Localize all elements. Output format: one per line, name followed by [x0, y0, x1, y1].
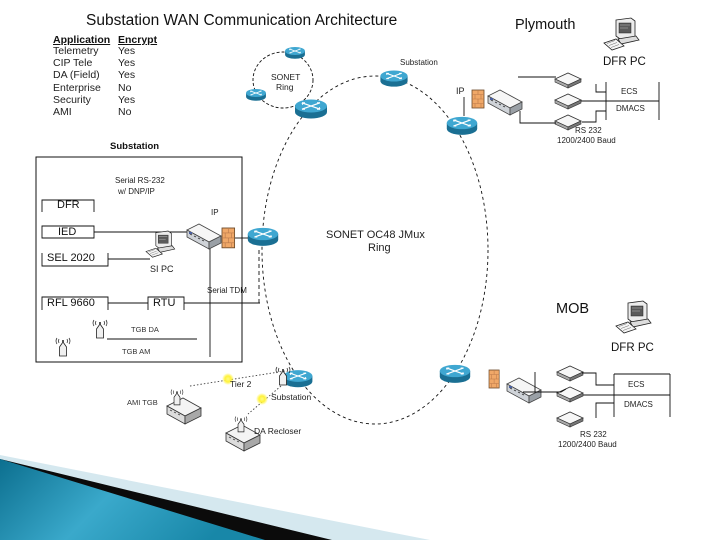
small-sonet-ring	[252, 51, 314, 109]
sel-bracket	[41, 253, 109, 267]
substation-heading: Substation	[110, 141, 160, 152]
device-label-ied: IED	[58, 226, 77, 238]
router-icon-sonet-gateway	[294, 98, 328, 120]
wireless-burst-substation	[256, 393, 268, 405]
router-icon-plymouth	[446, 116, 478, 136]
tgb-da-label: TGB DA	[131, 325, 159, 334]
modem-icon-plymouth-2	[554, 93, 582, 110]
serial-rs232-label-line1: Serial RS-232	[115, 176, 165, 185]
ami-tgb-label: AMI TGB	[127, 398, 158, 407]
table-cell-application: Enterprise	[53, 82, 101, 94]
substation-links	[94, 231, 260, 357]
column-header-encrypt: Encrypt	[118, 34, 158, 46]
baud-label-mob: 1200/2400 Baud	[558, 440, 617, 449]
modem-icon-mob-3	[556, 411, 584, 428]
table-cell-application: DA (Field)	[53, 69, 100, 81]
firewall-icon-plymouth	[471, 89, 485, 109]
dfr-bracket	[41, 199, 95, 212]
tgb-am-label: TGB AM	[122, 347, 151, 356]
substation-device-brackets	[41, 199, 185, 310]
table-cell-application: Telemetry	[53, 45, 99, 57]
modem-icon-mob-2	[556, 386, 584, 403]
ip-label-plymouth: IP	[456, 86, 465, 96]
router-icon-substation-left	[247, 227, 279, 247]
device-label-sel-2020: SEL 2020	[47, 252, 95, 264]
dmacs-label-plymouth: DMACS	[616, 104, 645, 113]
core-ring-label-line1: SONET OC48 JMux	[326, 229, 425, 241]
router-icon-tier2-substation	[283, 369, 313, 388]
dfr-pc-icon-mob	[615, 300, 652, 334]
dfr-pc-icon-plymouth	[603, 17, 640, 51]
table-cell-application: Security	[53, 94, 91, 106]
firewall-icon-substation	[221, 227, 236, 249]
router-icon-substation-top	[379, 69, 409, 88]
link-modem-1-to-ecs	[582, 372, 614, 386]
link-mux-to-modem-3	[519, 111, 556, 124]
site-title-mob: MOB	[556, 301, 590, 317]
table-cell-encrypt: Yes	[118, 69, 136, 81]
site-title-plymouth: Plymouth	[515, 17, 576, 33]
rs232-label-mob: RS 232	[580, 430, 607, 439]
firewall-icon-mob	[488, 369, 500, 389]
rs232-label-plymouth: RS 232	[575, 126, 602, 135]
link-mux-to-modem-2	[523, 388, 567, 393]
ami-tgb-device-icon	[166, 397, 202, 425]
ecs-label-plymouth: ECS	[621, 87, 638, 96]
core-ring-label-line2: Ring	[368, 242, 391, 254]
router-icon-sonet-top	[284, 46, 306, 60]
table-cell-encrypt: Yes	[118, 45, 136, 57]
mux-icon-plymouth	[487, 89, 523, 116]
router-icon-mob	[439, 364, 471, 384]
page-title: Substation WAN Communication Architectur…	[86, 12, 398, 29]
mux-icon-substation	[186, 223, 222, 250]
baud-label-plymouth: 1200/2400 Baud	[557, 136, 616, 145]
dfr-pc-label-plymouth: DFR PC	[603, 56, 646, 68]
mux-icon-mob	[506, 377, 542, 404]
sonet-ring-label-line2: Ring	[276, 82, 294, 92]
plymouth-links	[463, 76, 660, 124]
antenna-icon-tgb-am	[55, 337, 71, 357]
antenna-icon-tgb-da	[92, 319, 108, 339]
sonet-ring-label-line1: SONET	[271, 72, 301, 82]
modem-icon-plymouth-1	[554, 72, 582, 89]
device-label-rfl-9660: RFL 9660	[47, 297, 95, 309]
table-cell-encrypt: No	[118, 106, 132, 118]
table-cell-application: CIP Tele	[53, 57, 93, 69]
ip-label-substation: IP	[211, 208, 219, 217]
table-cell-application: AMI	[53, 106, 72, 118]
link-to-dmacs-lower	[595, 402, 614, 418]
ecs-label-mob: ECS	[628, 380, 645, 389]
link-modem-3-to-dmacs	[582, 110, 606, 123]
modem-icon-mob-1	[556, 365, 584, 382]
dmacs-label-mob: DMACS	[624, 400, 653, 409]
wireless-burst-tier2	[222, 373, 234, 385]
table-cell-encrypt: Yes	[118, 94, 136, 106]
serial-rs232-label-line2: w/ DNP/IP	[118, 187, 155, 196]
tier2-substation-label: Substation	[271, 392, 312, 402]
corner-stripe-teal	[0, 459, 265, 540]
mob-links	[523, 372, 671, 418]
ied-box	[41, 225, 95, 239]
rtu-bracket	[147, 296, 185, 310]
table-cell-encrypt: No	[118, 82, 132, 94]
link-modem-1-to-ecs	[595, 84, 606, 93]
rfl-bracket	[41, 296, 109, 310]
core-sonet-ring	[261, 75, 489, 425]
device-label-dfr: DFR	[57, 199, 80, 211]
serial-tdm-label: Serial TDM	[207, 286, 247, 295]
column-header-application: Application	[53, 34, 111, 46]
router-icon-sonet-left	[245, 88, 267, 102]
da-recloser-label: DA Recloser	[254, 426, 302, 436]
si-pc-icon	[145, 230, 176, 258]
tier2-label: Tier 2	[230, 379, 252, 389]
table-cell-encrypt: Yes	[118, 57, 136, 69]
device-label-rtu: RTU	[153, 297, 176, 309]
substation-boundary	[35, 156, 243, 363]
si-pc-label: SI PC	[150, 264, 174, 274]
dfr-pc-label-mob: DFR PC	[611, 342, 654, 354]
substation-router-label-top: Substation	[400, 58, 438, 67]
